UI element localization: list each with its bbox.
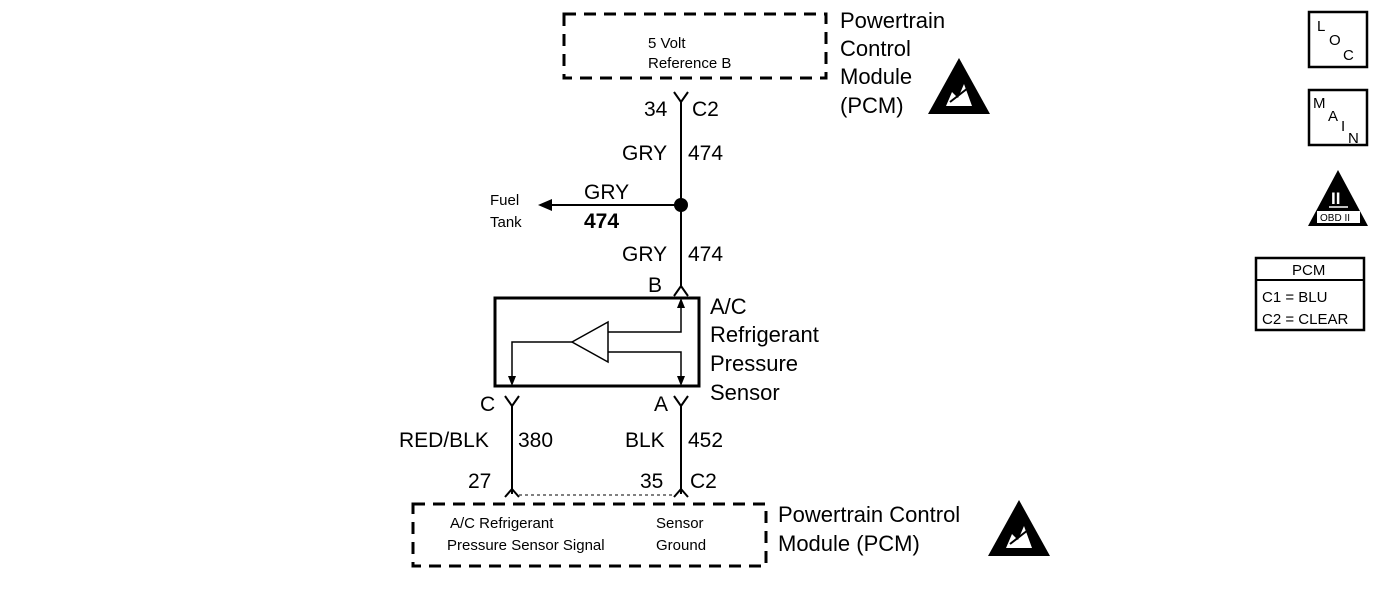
loc-icon[interactable]: L O C <box>1307 10 1369 69</box>
branch-wire-circuit: 474 <box>584 210 619 233</box>
sensor-title-line-2: Refrigerant <box>710 322 819 347</box>
pcm-bottom-title-line-1: Powertrain Control <box>778 502 960 527</box>
connector-terminal-female <box>504 395 520 408</box>
svg-text:A: A <box>1328 108 1338 125</box>
pcm-bottom-title-line-2: Module (PCM) <box>778 531 920 556</box>
connector-terminal-male <box>673 487 689 498</box>
esd-warning-icon <box>988 500 1050 556</box>
wire-474-upper-circuit: 474 <box>688 142 723 165</box>
sensor-internal-wire-c <box>511 341 572 380</box>
pcm-top-module: 5 Volt Reference B Powertrain Control Mo… <box>562 8 990 118</box>
pcm-signal-line-1: A/C Refrigerant <box>450 515 554 532</box>
pcm-top-title-line-1: Powertrain <box>840 8 945 33</box>
connector-terminal-male <box>673 284 689 297</box>
arrow-down-icon <box>508 376 516 386</box>
legend-row-c2: C2 = CLEAR <box>1262 311 1348 328</box>
wire-452-connector: C2 <box>690 470 717 493</box>
svg-text:L: L <box>1317 18 1325 35</box>
legend-title: PCM <box>1292 262 1325 279</box>
sensor-title-line-3: Pressure <box>710 351 798 376</box>
esd-warning-icon <box>928 58 990 114</box>
pcm-top-inner-line-2: Reference B <box>648 55 731 72</box>
arrow-up-icon <box>677 298 685 308</box>
svg-text:OBD II: OBD II <box>1320 213 1350 224</box>
branch-dest-line-2: Tank <box>490 214 522 231</box>
obd-ii-icon[interactable]: II OBD II <box>1308 170 1368 226</box>
svg-text:II: II <box>1331 189 1340 208</box>
sensor-terminal-b: B <box>648 274 662 297</box>
wire-380-color: RED/BLK <box>399 429 489 452</box>
wire-380-circuit: 380 <box>518 429 553 452</box>
wire-452-circuit: 452 <box>688 429 723 452</box>
main-icon[interactable]: M A I N <box>1307 88 1369 147</box>
svg-text:M: M <box>1313 95 1326 112</box>
svg-text:I: I <box>1341 118 1345 135</box>
sensor-terminal-c: C <box>480 393 495 416</box>
sensor-internal-wire-b <box>608 302 682 333</box>
sensor-terminal-a: A <box>654 393 668 416</box>
pcm-signal-line-2: Pressure Sensor Signal <box>447 537 605 554</box>
wire-380-pin: 27 <box>468 470 491 493</box>
sensor-title-line-1: A/C <box>710 294 747 319</box>
ac-pressure-sensor: A/C Refrigerant Pressure Sensor <box>493 294 819 405</box>
arrow-left-icon <box>538 199 552 211</box>
wire-452-color: BLK <box>625 429 665 452</box>
pcm-top-dashed-box <box>562 12 828 80</box>
wire-474-upper-color: GRY <box>622 142 667 165</box>
branch-wire-color: GRY <box>584 181 629 204</box>
legend-row-c1: C1 = BLU <box>1262 289 1327 306</box>
wire-474-lower-circuit: 474 <box>688 243 723 266</box>
sensor-box <box>493 296 701 388</box>
pcm-bottom-dashed-box <box>411 502 768 568</box>
pcm-ground-line-1: Sensor <box>656 515 704 532</box>
pcm-top-title-line-4: (PCM) <box>840 93 904 118</box>
connector-terminal-female <box>673 395 689 408</box>
pcm-ground-line-2: Ground <box>656 537 706 554</box>
pcm-connector-legend: PCM C1 = BLU C2 = CLEAR <box>1254 256 1366 332</box>
svg-text:O: O <box>1329 32 1341 49</box>
pcm-top-connector: C2 <box>692 98 719 121</box>
connector-terminal-male <box>504 487 520 498</box>
wire-474-lower-color: GRY <box>622 243 667 266</box>
pcm-top-title-line-3: Module <box>840 64 912 89</box>
arrow-down-icon <box>677 376 685 386</box>
branch-dest-line-1: Fuel <box>490 192 519 209</box>
svg-text:C: C <box>1343 47 1354 64</box>
pcm-top-pin: 34 <box>644 98 668 121</box>
pcm-top-title-line-2: Control <box>840 36 911 61</box>
pcm-top-inner-line-1: 5 Volt <box>648 35 686 52</box>
wire-452-pin: 35 <box>640 470 663 493</box>
connector-terminal-female <box>673 91 689 104</box>
pcm-bottom-module: A/C Refrigerant Pressure Sensor Signal S… <box>411 500 1050 568</box>
amplifier-symbol <box>570 320 609 364</box>
sensor-title-line-4: Sensor <box>710 380 780 405</box>
sensor-internal-wire-a <box>608 351 682 380</box>
svg-text:N: N <box>1348 130 1359 147</box>
